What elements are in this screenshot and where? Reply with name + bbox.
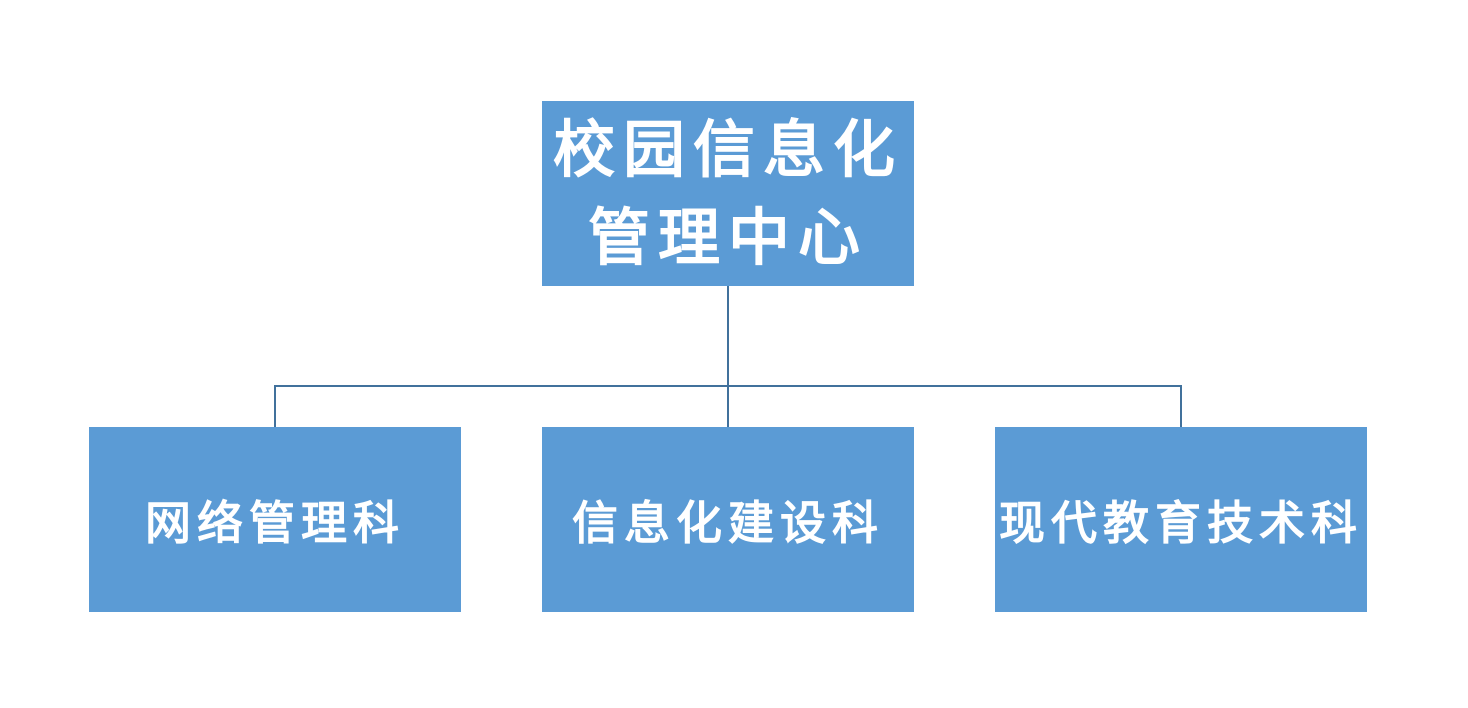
root-node-title: 校园信息化 管理中心 bbox=[553, 108, 903, 280]
child-node-label: 网络管理科 bbox=[145, 495, 405, 550]
root-node-title-line-2: 管理中心 bbox=[587, 200, 868, 274]
child-node-modern-education-technology: 现代教育技术科 bbox=[995, 427, 1367, 612]
child-node-informatization-construction: 信息化建设科 bbox=[542, 427, 914, 612]
child-node-label: 信息化建设科 bbox=[572, 495, 884, 550]
root-node-box: 校园信息化 管理中心 bbox=[542, 101, 914, 286]
child-node-network-management: 网络管理科 bbox=[89, 427, 461, 612]
child-node-label: 现代教育技术科 bbox=[999, 495, 1363, 550]
root-node-title-line-1: 校园信息化 bbox=[552, 112, 903, 186]
